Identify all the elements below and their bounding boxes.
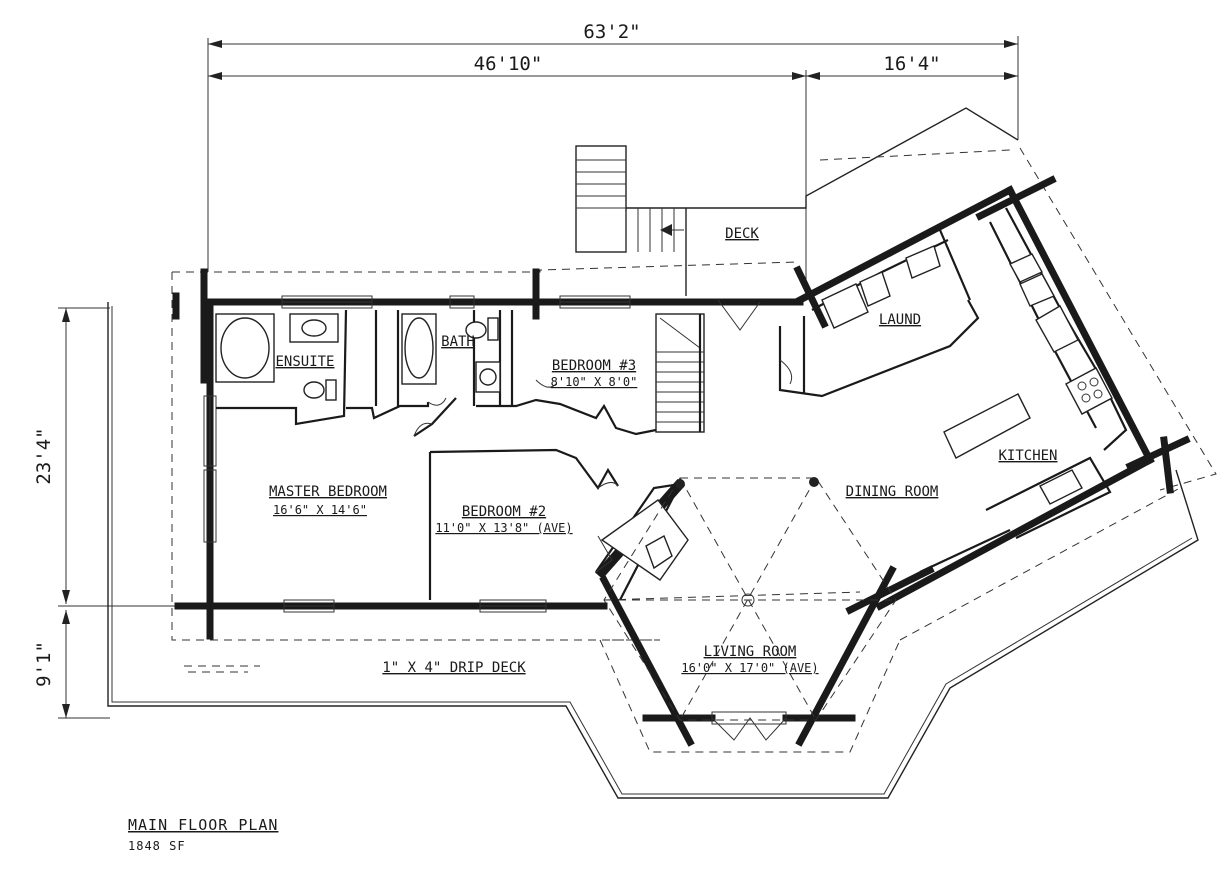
overall-width-dimension: 63'2" [583,21,640,43]
drip-deck-label: 1" X 4" DRIP DECK [382,660,526,676]
bedroom2-label: BEDROOM #2 [462,504,546,520]
left-width-dimension: 46'10" [474,53,543,75]
plan-area: 1848 SF [128,839,186,853]
bedroom3-label: BEDROOM #3 [552,358,636,374]
drip-deck-marks [184,665,260,673]
dimension-lines [58,36,1019,719]
kitchen-label: KITCHEN [998,448,1057,464]
master-bedroom-label: MASTER BEDROOM [269,484,387,500]
doors [413,299,793,573]
deck-depth-dimension: 9'1" [33,641,55,687]
ceiling-lines [603,477,897,721]
dining-room-label: DINING ROOM [846,484,939,500]
deck-label: DECK [725,226,759,242]
living-room-size: 16'0" X 17'0" (AVE) [681,661,818,675]
bedroom3-size: 8'10" X 8'0" [551,375,638,389]
bedroom2-size: 11'0" X 13'8" (AVE) [435,521,572,535]
exterior-stairs [575,145,684,253]
fixtures [215,245,1113,581]
right-width-dimension: 16'4" [883,53,940,75]
windows [203,295,787,741]
bath-label: BATH [441,334,475,350]
living-room-label: LIVING ROOM [704,644,797,660]
laund-label: LAUND [879,312,921,328]
master-bedroom-size: 16'6" X 14'6" [273,503,367,517]
ensuite-label: ENSUITE [275,354,334,370]
interior-stairs [655,313,705,433]
plan-title: MAIN FLOOR PLAN [128,816,278,834]
main-depth-dimension: 23'4" [33,427,55,484]
